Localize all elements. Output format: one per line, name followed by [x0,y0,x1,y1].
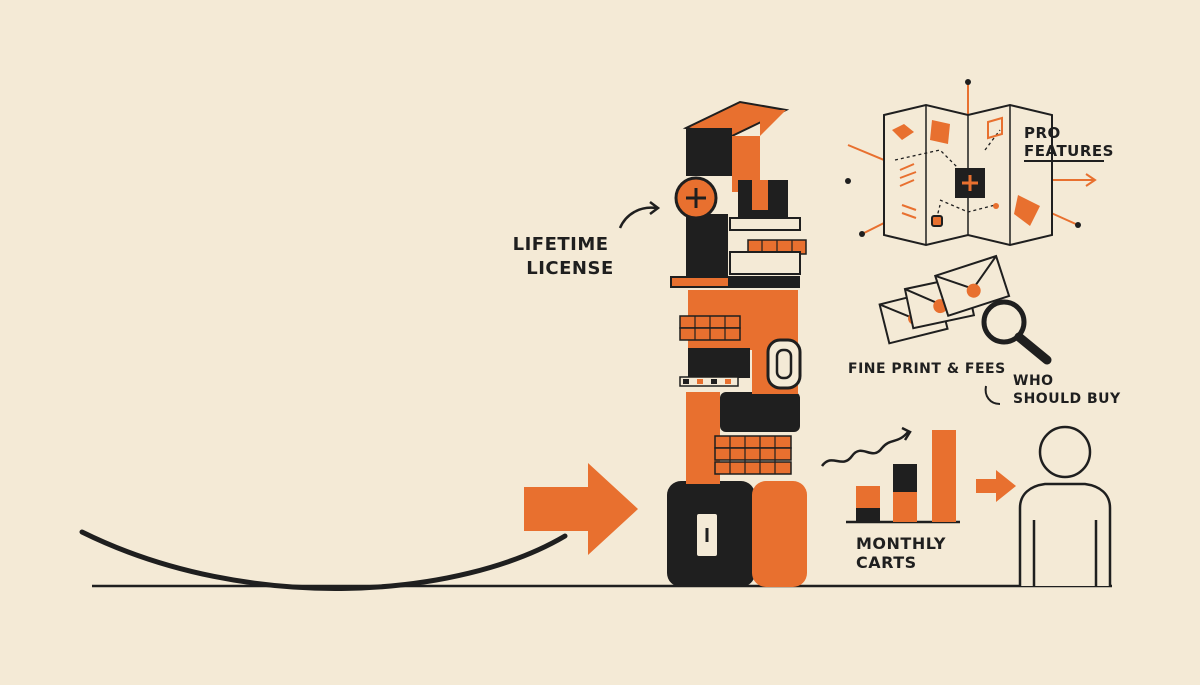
lifetime-license-line1: LIFETIME [513,234,609,255]
lifetime-pointer-arrow [618,206,657,229]
monthly-carts-line1: MONTHLY [856,534,946,553]
svg-text:MONTHLY CARTS: MONTHLY CARTS [856,534,952,572]
who-pointer-arrow [984,385,1001,405]
plus-icon [674,176,718,220]
trend-squiggle [820,431,909,467]
map-icon [845,79,1097,247]
who-should-buy-line2: SHOULD BUY [1013,391,1121,407]
fine-print-label: FINE PRINT & FEES [848,361,1006,377]
svg-text:WHO SHOULD BUY: WHO SHOULD BUY [1013,373,1121,407]
svg-text:LIFETIME LICENSE: LIFETIME LICENSE [513,234,616,279]
svg-text:PRO FEATURES: PRO FEATURES [1024,124,1114,160]
swoosh-curve [79,529,568,591]
person-icon [1018,425,1112,586]
who-should-buy-line1: WHO [1013,373,1054,389]
monthly-carts-line2: CARTS [856,553,917,572]
magnifier-icon [981,299,1052,365]
bar-chart-icon [820,426,960,524]
pro-features-line1: PRO [1024,124,1061,142]
big-arrow-icon [524,463,638,555]
tower [667,100,807,587]
lifetime-license-line2: LICENSE [526,258,614,279]
arrow-icon [976,470,1016,502]
pro-features-line2: FEATURES [1024,142,1114,160]
envelope-icon [878,254,1011,345]
